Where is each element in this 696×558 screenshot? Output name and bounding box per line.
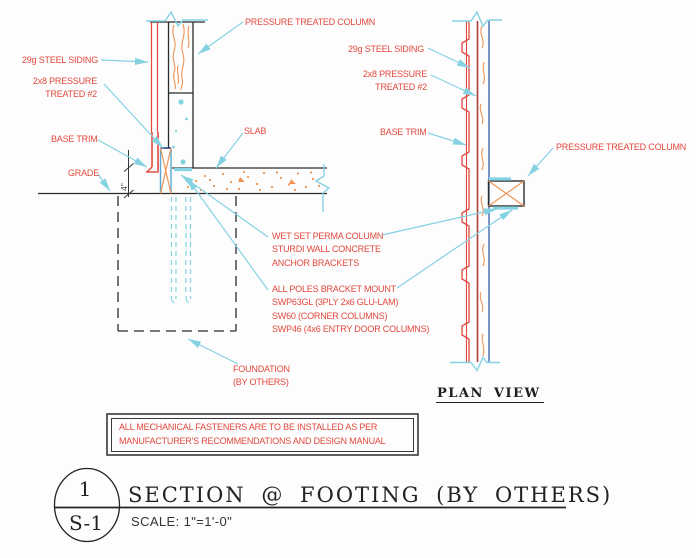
dimension-4in-text: 4": [119, 183, 129, 191]
plan-view-title: PLAN VIEW: [436, 386, 544, 403]
anchor-bolts: [170, 197, 192, 304]
label-2x8-pressure-treated: 2x8 PRESSURE TREATED #2: [32, 76, 97, 100]
drawing-scale: SCALE: 1"=1'-0": [131, 514, 233, 529]
detail-number: 1: [78, 477, 92, 501]
sheet-number: S-1: [69, 511, 103, 535]
note-foundation-by-others: FOUNDATION (BY OTHERS): [233, 364, 290, 388]
break-lines: [146, 10, 331, 212]
plan-leaders: [381, 47, 554, 289]
plan-view-linework: [381, 10, 554, 372]
anchor-bracket: [172, 99, 192, 172]
plan-wall-assembly: [461, 21, 490, 362]
label-pressure-treated-column: PRESSURE TREATED COLUMN: [245, 17, 376, 27]
label-slab: SLAB: [244, 126, 267, 136]
plan-label-pressure-treated-column: PRESSURE TREATED COLUMN: [556, 142, 687, 152]
slab-speckles: [186, 170, 321, 192]
label-steel-siding: 29g STEEL SIDING: [22, 55, 98, 65]
plan-label-steel-siding: 29g STEEL SIDING: [348, 44, 424, 54]
section-view-linework: [38, 10, 331, 365]
plan-wood-grain: [479, 25, 485, 357]
note-box-border: [106, 413, 419, 456]
drawing-title: SECTION @ FOOTING (BY OTHERS): [128, 483, 613, 507]
note-all-poles-bracket-mount: ALL POLES BRACKET MOUNT SWP63GL (3PLY 2x…: [272, 284, 430, 335]
label-grade: GRADE: [68, 168, 100, 178]
section-leaders: [97, 21, 269, 365]
wood-grain: [172, 23, 190, 91]
dimension-4in: [123, 150, 134, 199]
plan-break-lines: [450, 10, 502, 372]
plan-column-box: [487, 177, 525, 210]
note-wet-set-perma-column: WET SET PERMA COLUMN STURDI WALL CONCRET…: [272, 231, 384, 268]
title-block-linework: [53, 467, 566, 543]
treated-2x8-block: [159, 147, 172, 194]
plan-label-2x8-pressure-treated: 2x8 PRESSURE TREATED #2: [362, 69, 427, 93]
label-base-trim: BASE TRIM: [51, 134, 98, 144]
general-note-text: ALL MECHANICAL FASTENERS ARE TO BE INSTA…: [119, 422, 386, 446]
foundation-outline: [117, 196, 237, 332]
siding-and-trim: [146, 22, 159, 173]
plan-label-base-trim: BASE TRIM: [380, 127, 427, 137]
